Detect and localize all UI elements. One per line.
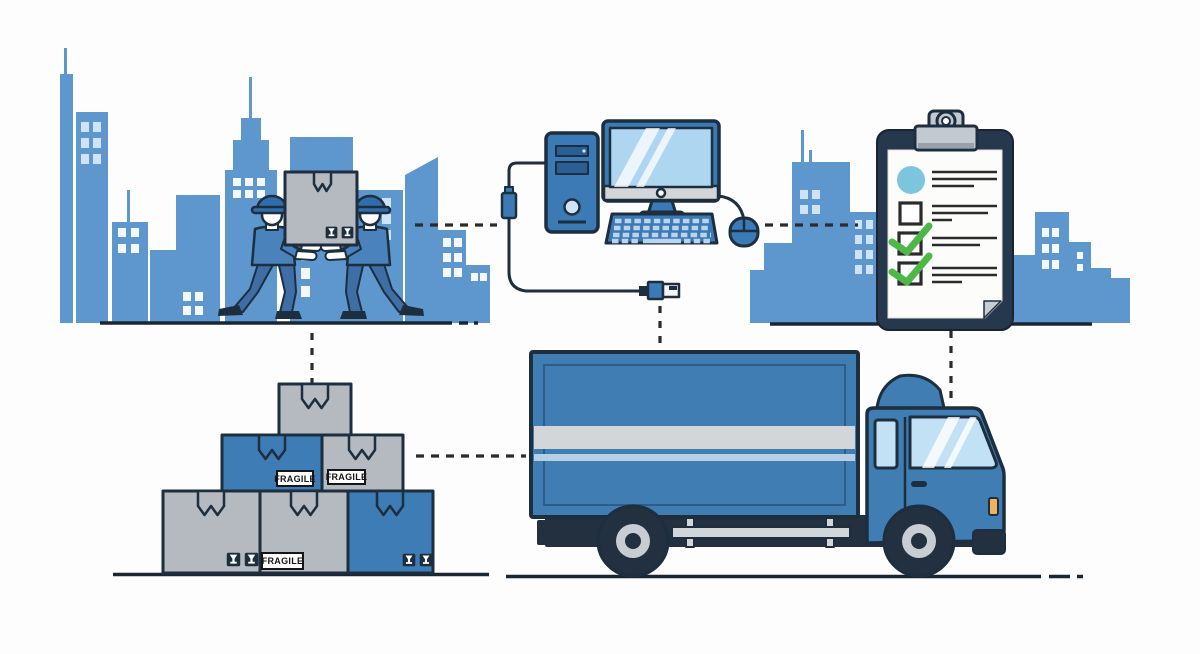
page-fold xyxy=(983,300,1002,319)
cab-side-window xyxy=(873,418,899,470)
wine-glass-icon xyxy=(226,552,241,567)
truck-wheel-front xyxy=(882,504,956,578)
wine-glass-icon xyxy=(244,552,259,567)
checkbox-unchecked xyxy=(898,201,923,226)
computer-setup xyxy=(500,119,760,301)
connector-dashes xyxy=(310,223,953,458)
fragile-label: FRAGILE xyxy=(261,552,304,570)
box-stack xyxy=(161,382,435,575)
fragile-label: FRAGILE xyxy=(274,470,316,487)
moving-box-carried xyxy=(283,170,359,247)
fragile-label: FRAGILE xyxy=(326,469,367,485)
usb-cable xyxy=(507,161,642,293)
city-skyline-right xyxy=(750,130,1130,323)
mouse-cable xyxy=(716,194,746,222)
front-step xyxy=(972,529,1006,555)
clipboard xyxy=(876,109,1014,331)
truck-cargo-box xyxy=(529,350,860,519)
wine-glass-icon xyxy=(341,226,354,239)
box-bottom-right xyxy=(346,489,435,575)
truck-wheel-rear xyxy=(596,504,670,578)
marker-light xyxy=(988,497,999,516)
usb-connector-icon xyxy=(500,186,518,220)
keyboard xyxy=(604,212,719,245)
checkmark-icon xyxy=(888,252,933,286)
usb-plug-icon xyxy=(639,280,681,301)
city-skyline-left xyxy=(60,48,490,323)
checklist-dot xyxy=(897,166,925,194)
wine-glass-icon xyxy=(402,553,416,567)
checkmark-icon xyxy=(888,222,933,256)
chassis-rail xyxy=(671,526,851,539)
mouse xyxy=(728,216,760,248)
wind-deflector xyxy=(875,373,946,410)
delivery-truck xyxy=(529,350,1006,578)
clipboard-clip xyxy=(913,109,979,152)
monitor xyxy=(601,119,721,222)
door-handle xyxy=(911,481,927,487)
wine-glass-icon xyxy=(419,553,433,567)
screen-glare xyxy=(614,128,676,187)
desktop-tower xyxy=(544,131,600,234)
wine-glass-icon xyxy=(325,226,338,239)
